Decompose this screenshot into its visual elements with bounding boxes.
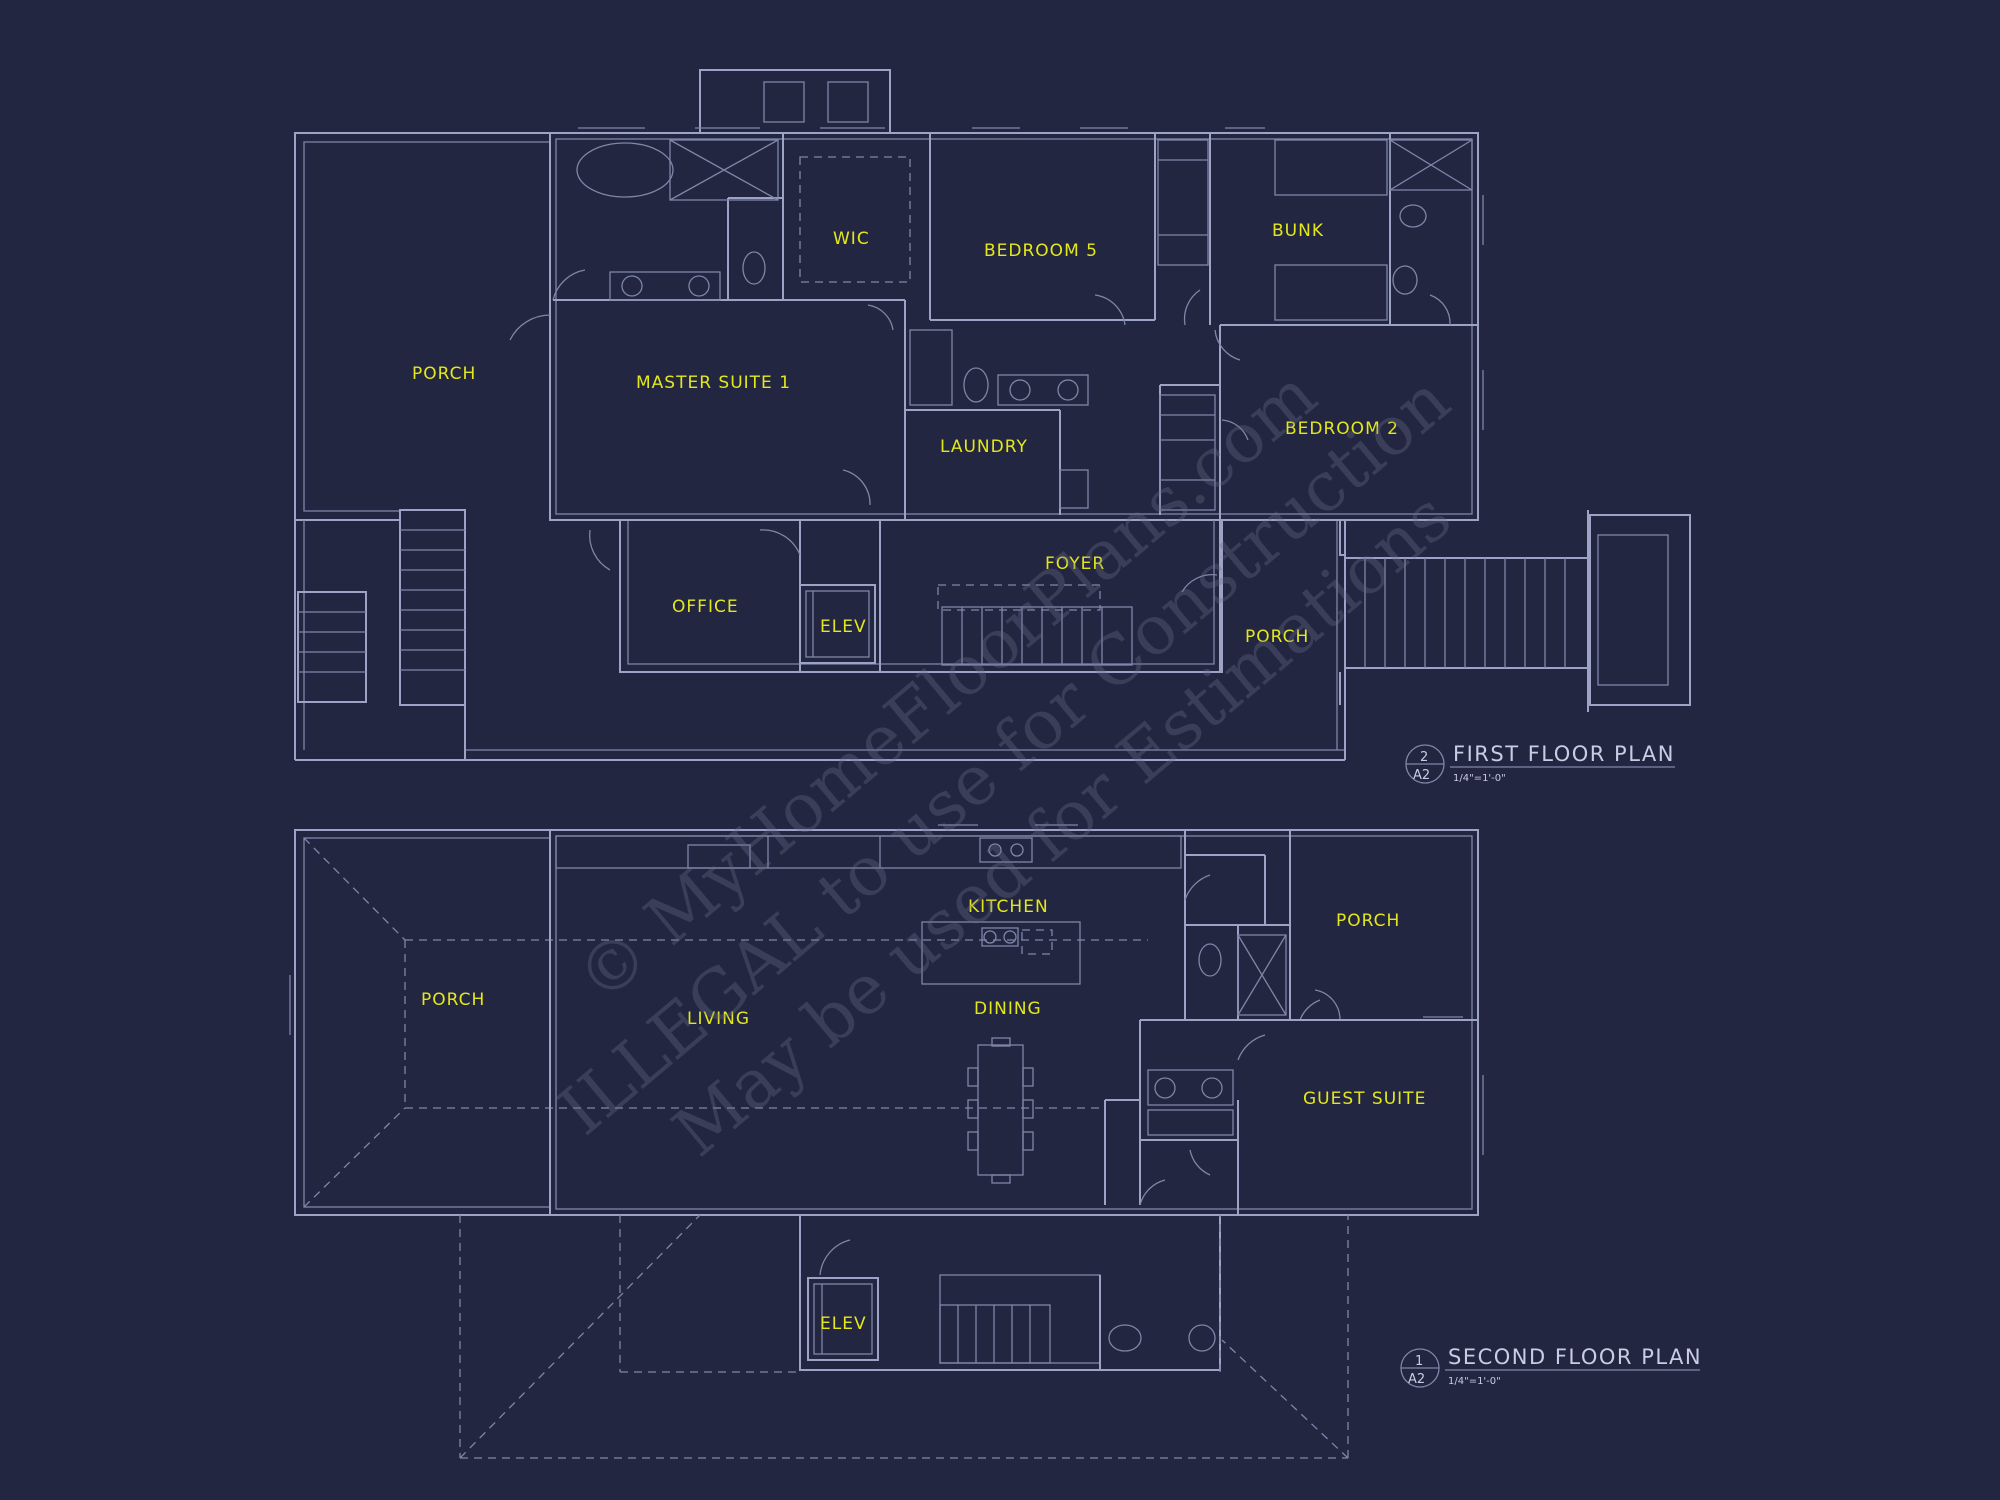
room-label-porch-east-2: PORCH xyxy=(1336,911,1400,931)
room-label-wic: WIC xyxy=(833,229,870,249)
first-floor-elevator xyxy=(799,584,876,664)
second-floor-bubble-sheet: A2 xyxy=(1408,1372,1425,1387)
first-floor-bubble-number: 2 xyxy=(1420,750,1428,765)
first-floor-bay xyxy=(699,69,891,134)
room-label-foyer: FOYER xyxy=(1045,554,1105,574)
room-label-office: OFFICE xyxy=(672,597,739,617)
second-floor-elevator xyxy=(807,1277,879,1361)
kitchen-counter xyxy=(555,835,1182,869)
room-label-kitchen: KITCHEN xyxy=(968,897,1049,917)
second-floor-plan xyxy=(289,824,1484,1459)
room-label-guest-suite: GUEST SUITE xyxy=(1303,1089,1426,1109)
first-floor-plan xyxy=(294,69,1691,761)
room-label-bedroom-5: BEDROOM 5 xyxy=(984,241,1098,261)
first-floor-east-stairs xyxy=(1344,510,1691,712)
room-label-dining: DINING xyxy=(974,999,1042,1019)
room-label-living: LIVING xyxy=(687,1009,750,1029)
room-label-laundry: LAUNDRY xyxy=(940,437,1028,457)
room-label-master-suite: MASTER SUITE 1 xyxy=(636,373,791,393)
room-label-porch-west-2: PORCH xyxy=(421,990,485,1010)
second-floor-stair-block xyxy=(799,1214,1221,1371)
second-floor-west-porch-outline xyxy=(294,829,551,1216)
second-floor-title-block: 1 A2 SECOND FLOOR PLAN 1/4"=1'-0" xyxy=(1400,1345,1702,1388)
kitchen-island xyxy=(921,921,1081,985)
second-floor-scale: 1/4"=1'-0" xyxy=(1448,1376,1501,1387)
first-floor-bubble-sheet: A2 xyxy=(1413,768,1430,783)
watermark: © MyHomeFloorPlans.com ILLEGAL to use fo… xyxy=(545,355,1466,1172)
watermark-line-2: ILLEGAL to use for Construction xyxy=(545,361,1465,1151)
second-floor-title: SECOND FLOOR PLAN xyxy=(1448,1345,1702,1369)
first-floor-scale: 1/4"=1'-0" xyxy=(1453,773,1506,784)
room-label-porch-west: PORCH xyxy=(412,364,476,384)
first-floor-title: FIRST FLOOR PLAN xyxy=(1453,742,1675,766)
room-label-elevator: ELEV xyxy=(820,617,867,637)
room-label-elevator-2: ELEV xyxy=(820,1314,867,1334)
room-label-porch-east: PORCH xyxy=(1245,627,1309,647)
second-floor-labels: PORCH LIVING KITCHEN DINING PORCH GUEST … xyxy=(421,897,1426,1334)
room-label-bunk: BUNK xyxy=(1272,221,1324,241)
first-floor-title-block: 2 A2 FIRST FLOOR PLAN 1/4"=1'-0" xyxy=(1405,742,1675,784)
first-floor-west-porch-outline xyxy=(294,132,550,521)
second-floor-bubble-number: 1 xyxy=(1415,1354,1423,1369)
master-bath-tub xyxy=(576,142,674,198)
dining-table xyxy=(977,1044,1024,1176)
first-floor-west-stairs xyxy=(297,509,466,706)
first-floor-labels: PORCH MASTER SUITE 1 WIC BEDROOM 5 BUNK … xyxy=(412,221,1399,647)
room-label-bedroom-2: BEDROOM 2 xyxy=(1285,419,1399,439)
first-floor-main-walls xyxy=(549,132,1479,521)
